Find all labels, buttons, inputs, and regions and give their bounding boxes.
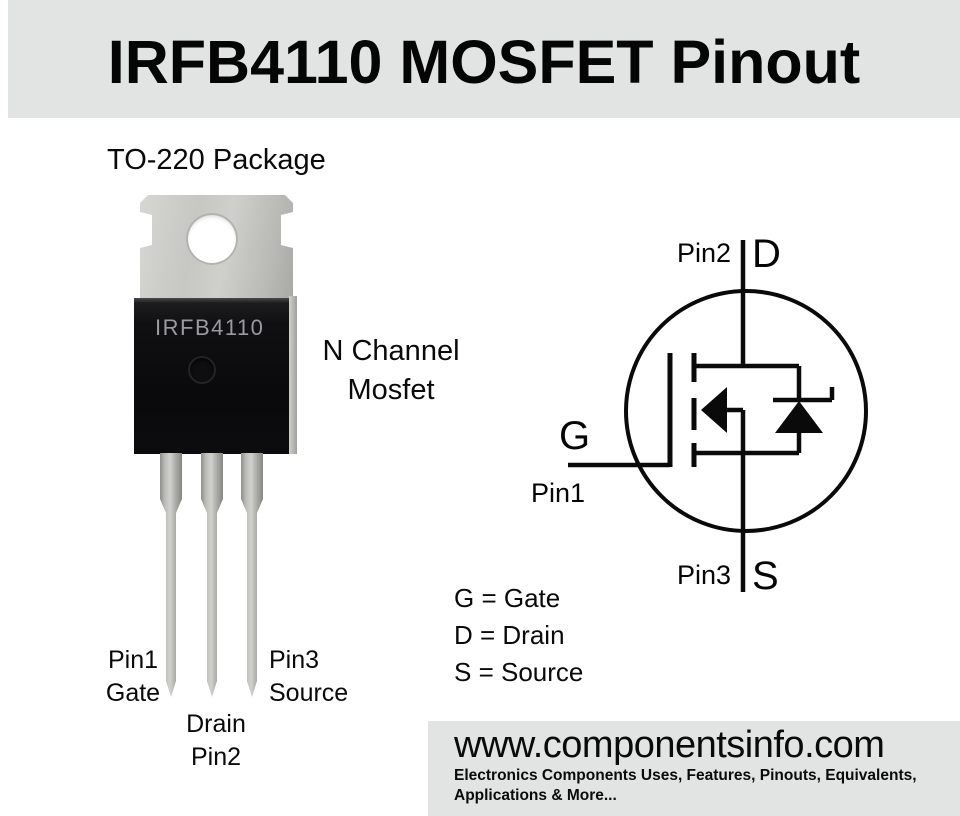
symbol-circle	[624, 289, 868, 533]
pin1-number: Pin1	[107, 646, 159, 674]
package-type-label: TO-220 Package	[107, 144, 326, 176]
pin2-caption: Drain Pin2	[172, 708, 260, 774]
pin2-number: Pin2	[190, 743, 242, 771]
to220-metal-tab	[140, 195, 293, 300]
legend-source: S = Source	[454, 657, 584, 687]
pin3-number: Pin3	[269, 646, 320, 674]
pin1-caption: Pin1 Gate	[89, 644, 177, 710]
channel-type-line1: N Channel	[322, 335, 460, 367]
footer-tagline-line1: Electronics Components Uses, Features, P…	[454, 767, 917, 784]
channel-type-line2: Mosfet	[347, 374, 435, 406]
symbol-pin3-label: Pin3	[676, 560, 731, 590]
pin3-name: Source	[269, 679, 349, 707]
diode-triangle	[775, 401, 823, 433]
body-dimple	[188, 356, 216, 384]
legend-drain: D = Drain	[454, 620, 565, 650]
channel-type-label: N Channel Mosfet	[308, 332, 474, 410]
header-banner: IRFB4110 MOSFET Pinout	[8, 0, 960, 118]
symbol-pin2-label: Pin2	[676, 238, 731, 268]
pin2-leg	[201, 453, 223, 697]
symbol-drain-label: D	[752, 232, 781, 276]
mosfet-symbol-diagram	[568, 240, 868, 592]
pin2-name: Drain	[186, 710, 246, 738]
symbol-gate-label: G	[559, 414, 591, 458]
mounting-hole	[186, 213, 238, 265]
pin3-caption: Pin3 Source	[269, 644, 348, 710]
terminal-legend: G = Gate D = Drain S = Source	[454, 580, 583, 691]
part-marking-text: IRFB4110	[155, 315, 265, 340]
website-url: www.componentsinfo.com	[454, 724, 885, 766]
symbol-pin1-label: Pin1	[531, 478, 586, 508]
legend-gate: G = Gate	[454, 583, 561, 613]
symbol-source-label: S	[752, 554, 779, 598]
metal-tab-edge	[289, 296, 297, 454]
substrate-arrow	[701, 387, 727, 433]
footer-banner: www.componentsinfo.com Electronics Compo…	[428, 721, 960, 816]
page-title: IRFB4110 MOSFET Pinout	[107, 28, 861, 96]
mosfet-body: IRFB4110	[134, 298, 289, 454]
pin3-leg	[241, 453, 263, 697]
pin1-name: Gate	[105, 679, 161, 707]
footer-tagline-line2: Applications & More...	[454, 787, 617, 804]
